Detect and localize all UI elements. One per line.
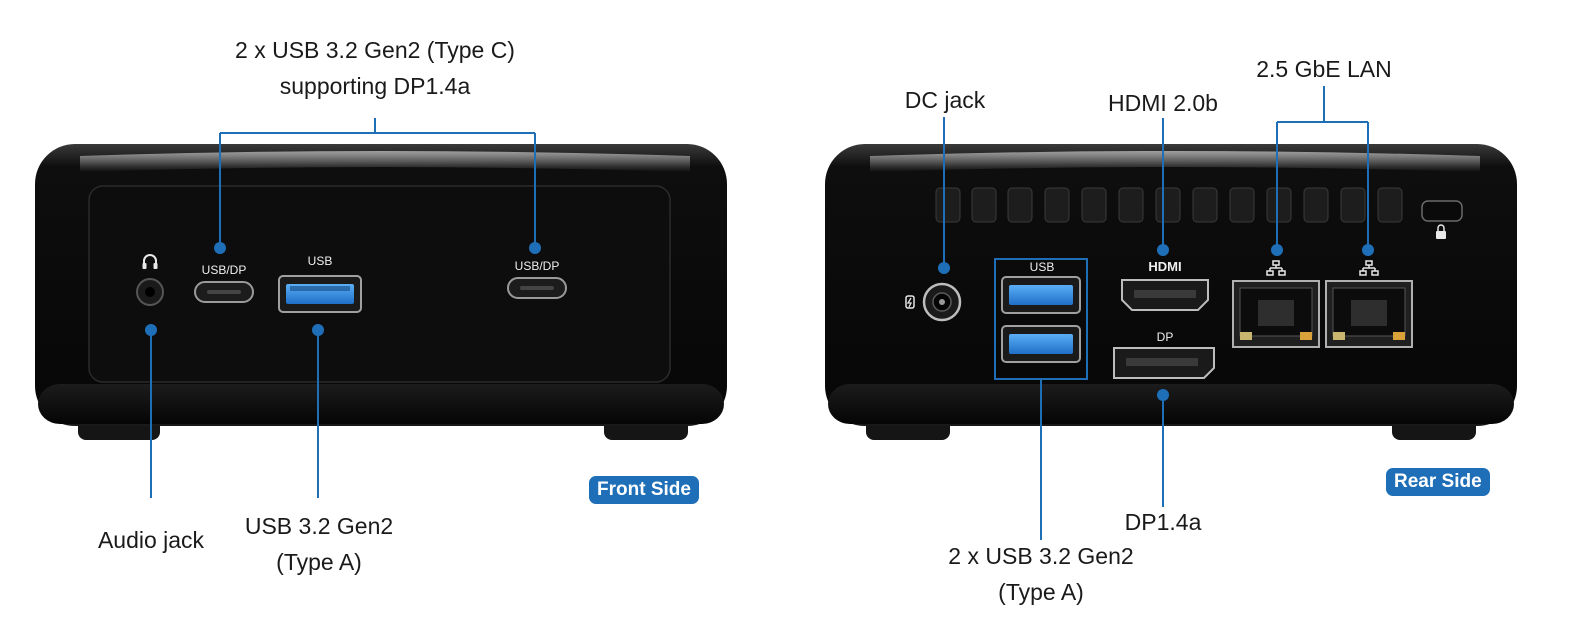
- rear-usb-callout-line2: (Type A): [998, 579, 1084, 605]
- front-usbdp-right-label: USB/DP: [515, 259, 560, 273]
- audio-jack-port: [136, 278, 164, 306]
- lock-slot: [1421, 200, 1463, 222]
- dc-jack-port: [922, 282, 962, 322]
- rear-dp-label: DP: [1157, 330, 1174, 344]
- front-usbc-callout: 2 x USB 3.2 Gen2 (Type C) supporting DP1…: [225, 32, 525, 104]
- front-side-badge: Front Side: [589, 476, 699, 504]
- rear-usb-label: USB: [1030, 260, 1055, 274]
- rear-callout-dots: [938, 244, 1374, 401]
- front-usbdp-left-label: USB/DP: [202, 263, 247, 277]
- front-gloss: [80, 151, 690, 172]
- usb-a-port-rear-bottom: [1001, 325, 1081, 363]
- audio-jack-callout: Audio jack: [97, 527, 205, 553]
- power-icon: [905, 295, 915, 309]
- dp-callout: DP1.4a: [1124, 509, 1202, 535]
- lan-port-2: [1325, 280, 1413, 348]
- front-usba-callout-line1: USB 3.2 Gen2: [244, 513, 394, 539]
- rear-callout-lines: [943, 86, 1369, 540]
- usb-c-port-left: [194, 281, 254, 303]
- front-usbc-callout-line1: 2 x USB 3.2 Gen2 (Type C): [235, 37, 515, 63]
- front-base-band: [38, 384, 724, 424]
- lan-callout: 2.5 GbE LAN: [1256, 56, 1392, 82]
- lan-port-1: [1232, 280, 1320, 348]
- usb-a-port-front: [278, 275, 362, 313]
- front-callout-dots: [145, 242, 541, 336]
- headphone-icon: [142, 254, 158, 269]
- front-usb-label: USB: [308, 254, 333, 268]
- network-icon: [1359, 260, 1379, 276]
- front-device: USB/DP USB USB/DP: [35, 144, 727, 440]
- front-usba-callout-line2: (Type A): [276, 549, 362, 575]
- front-usbc-callout-line2: supporting DP1.4a: [279, 73, 471, 99]
- rear-device: USB HDMI DP: [825, 144, 1517, 440]
- rear-vents: [935, 187, 1403, 223]
- usb-a-port-rear-top: [1001, 276, 1081, 314]
- front-usba-callout: USB 3.2 Gen2 (Type A): [234, 508, 404, 580]
- usb-c-port-right: [507, 277, 567, 299]
- hdmi-port: [1121, 279, 1209, 311]
- rear-gloss: [870, 151, 1480, 172]
- displayport-port: [1113, 347, 1215, 379]
- rear-hdmi-label: HDMI: [1148, 259, 1181, 274]
- front-callout-lines: [150, 118, 536, 498]
- rear-side-badge: Rear Side: [1386, 468, 1490, 496]
- front-panel: [88, 185, 671, 383]
- rear-usb-callout: 2 x USB 3.2 Gen2 (Type A): [941, 538, 1141, 610]
- rear-usb-callout-line1: 2 x USB 3.2 Gen2: [948, 543, 1134, 569]
- lock-icon: [1436, 224, 1446, 239]
- hdmi-callout: HDMI 2.0b: [1108, 90, 1218, 116]
- network-icon: [1266, 260, 1286, 276]
- dc-jack-callout: DC jack: [904, 87, 986, 113]
- rear-base-band: [828, 384, 1514, 424]
